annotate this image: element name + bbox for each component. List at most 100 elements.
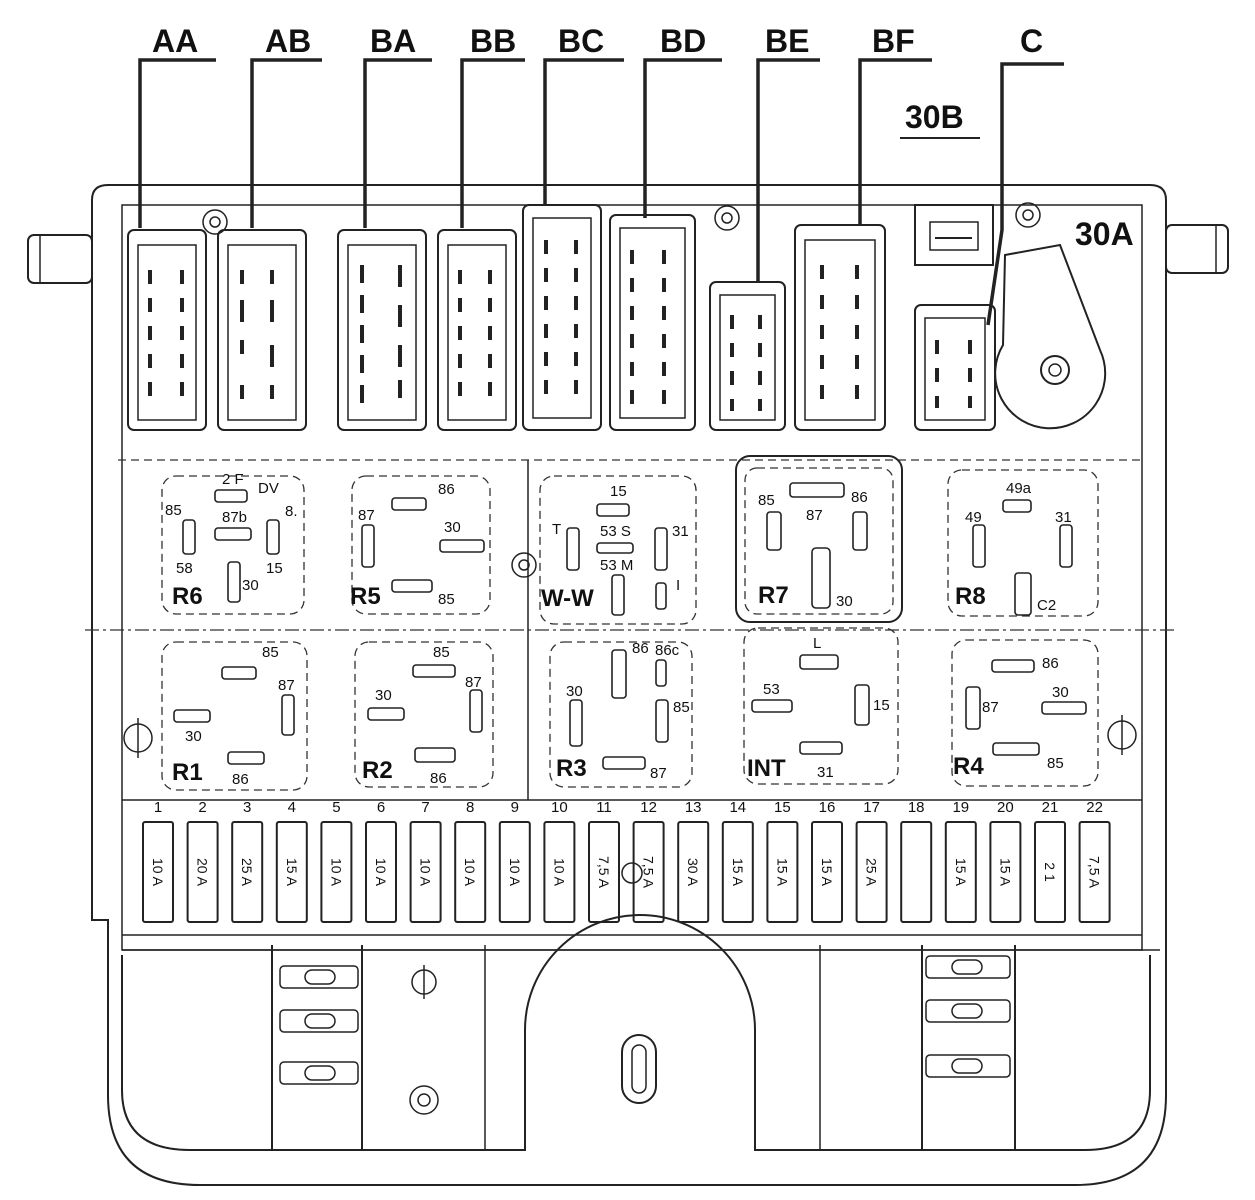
svg-text:87b: 87b [222, 509, 247, 526]
fuse-number: 18 [908, 799, 925, 816]
fuse-body[interactable] [275, 821, 308, 923]
fuse-rating: 7,5 A [596, 856, 612, 889]
connector-label-bd-text: BD [660, 23, 706, 59]
svg-text:2 F: 2 F [222, 471, 244, 488]
connector-label-be-text: BE [765, 23, 809, 59]
relay-label-r6: R6 [172, 583, 203, 610]
svg-text:30: 30 [444, 519, 461, 536]
fuse-body[interactable] [498, 821, 531, 923]
svg-text:86: 86 [232, 771, 249, 788]
terminal-30a-text: 30A [1075, 216, 1134, 252]
fuse-4[interactable]: 415 A [275, 799, 308, 923]
connector-ab [217, 229, 307, 431]
relay-r2: 85 87 30 86 R2 [354, 641, 494, 788]
fuse-10[interactable]: 10 10 A [543, 799, 576, 923]
fuse-rating: 10 A [551, 858, 567, 887]
fuse-body[interactable] [855, 821, 888, 923]
fuse-rating: 15 A [284, 858, 300, 887]
fuse-14[interactable]: 14 15 A [721, 799, 754, 923]
connector-label-bf: BF [858, 23, 932, 225]
fuse-number: 22 [1086, 799, 1103, 816]
fuse-rating: 10 A [150, 858, 166, 887]
fuse-7[interactable]: 710 A [409, 799, 442, 923]
fuse-body[interactable] [721, 821, 754, 923]
fuse-body[interactable] [766, 821, 799, 923]
center-slot [621, 1034, 657, 1104]
fuse-rating: 10 A [462, 858, 478, 887]
svg-text:85: 85 [262, 644, 279, 661]
fuse-3[interactable]: 325 A [231, 799, 264, 923]
fuse-8[interactable]: 8 10 A [454, 799, 487, 923]
terminal-30b: 30B [900, 99, 980, 139]
fuse-18[interactable]: 18 [900, 799, 933, 923]
fuse-11[interactable]: 117,5 A [588, 799, 620, 923]
relay-label-w-w: W-W [541, 585, 594, 612]
fuse-body[interactable] [365, 821, 397, 923]
svg-text:86: 86 [438, 481, 455, 498]
terminal-30a-stud [994, 243, 1107, 430]
fuse-body[interactable] [588, 821, 620, 923]
fuse-21[interactable]: 21 2 1 [1034, 799, 1066, 923]
fuse-number: 5 [332, 799, 340, 816]
fuse-rating: 15 A [730, 858, 746, 887]
fuse-2[interactable]: 220 A [186, 799, 219, 923]
svg-text:30: 30 [242, 577, 259, 594]
fuse-9[interactable]: 910 A [498, 799, 531, 923]
svg-text:87: 87 [358, 507, 375, 524]
fuse-body[interactable] [811, 821, 843, 923]
relay-label-r8: R8 [955, 583, 986, 610]
fuse-number: 9 [511, 799, 519, 816]
connector-label-ba-text: BA [370, 23, 416, 59]
fuse-rating: 15 A [819, 858, 835, 887]
fuse-body[interactable] [142, 821, 174, 923]
fuse-1[interactable]: 1 10 A [142, 799, 174, 923]
fuse-body[interactable] [944, 821, 977, 923]
fuse-number: 10 [551, 799, 568, 816]
fuse-body[interactable] [454, 821, 487, 923]
connector-label-bd: BD [643, 23, 722, 218]
svg-text:86: 86 [632, 640, 649, 657]
fuse-body[interactable] [677, 821, 710, 923]
mounting-hole [409, 1085, 439, 1115]
fuse-body[interactable] [186, 821, 219, 923]
fuse-body[interactable] [543, 821, 576, 923]
fuse-number: 1 [154, 799, 162, 816]
connector-label-bc-text: BC [558, 23, 604, 59]
relay-w-w: 15 T 53 S 31 53 M I W-W [539, 475, 697, 625]
svg-text:85: 85 [1047, 755, 1064, 772]
svg-text:C2: C2 [1037, 597, 1056, 614]
mounting-hole [714, 205, 740, 231]
fuse-body[interactable] [409, 821, 442, 923]
fuse-body[interactable] [1078, 821, 1111, 923]
svg-text:15: 15 [873, 697, 890, 714]
connector-label-ab-text: AB [265, 23, 311, 59]
fuse-number: 21 [1042, 799, 1059, 816]
svg-text:31: 31 [1055, 509, 1072, 526]
fuse-5[interactable]: 510 A [320, 799, 353, 923]
connector-label-c-text: C [1020, 23, 1043, 59]
fuse-body[interactable] [900, 821, 933, 923]
fuse-12[interactable]: 127,5 A [632, 799, 665, 923]
fuse-rating: 15 A [997, 858, 1013, 887]
fuse-body[interactable] [320, 821, 353, 923]
fuse-number: 14 [729, 799, 746, 816]
fuse-body[interactable] [989, 821, 1022, 923]
fuse-22[interactable]: 227,5 A [1078, 799, 1111, 923]
svg-text:31: 31 [672, 523, 689, 540]
fuse-number: 8 [466, 799, 474, 816]
fuse-body[interactable] [231, 821, 264, 923]
connector-be [709, 281, 786, 431]
fuse-rating: 2 1 [1042, 862, 1058, 882]
fuse-6[interactable]: 610 A [365, 799, 397, 923]
fuse-body[interactable] [1034, 821, 1066, 923]
fuse-body[interactable] [632, 821, 665, 923]
fuse-number: 7 [421, 799, 429, 816]
fuse-rating: 10 A [373, 858, 389, 887]
